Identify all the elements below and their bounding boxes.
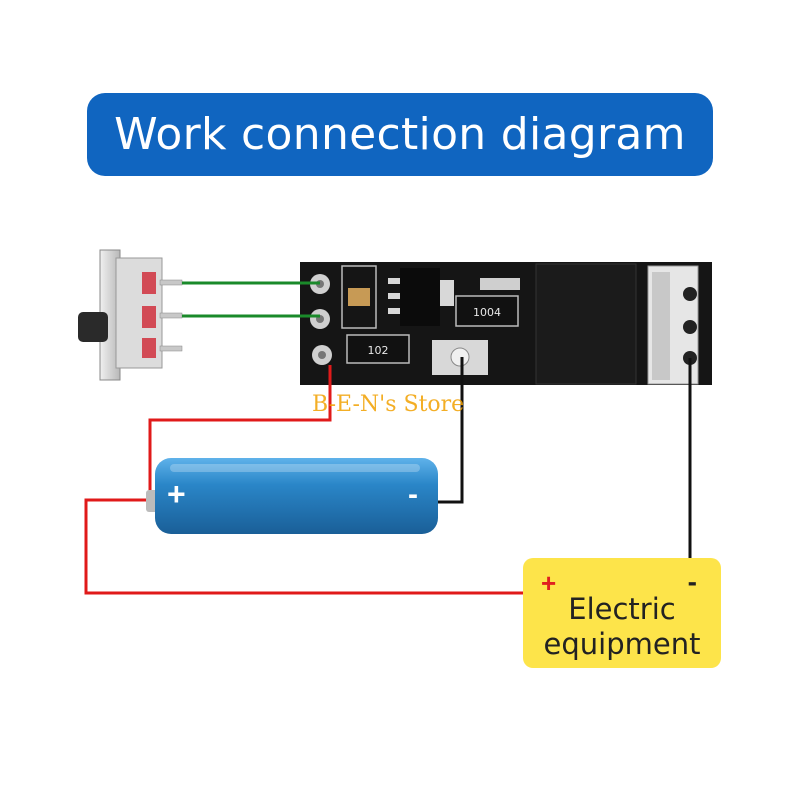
switch-lead-1 <box>159 279 183 286</box>
equipment-negative-label: - <box>687 566 697 597</box>
switch-knob <box>78 312 108 342</box>
equipment-label: Electric equipment <box>523 592 721 662</box>
mosfet <box>535 263 637 385</box>
equipment-positive-label: + <box>541 568 557 598</box>
switch-lead-2 <box>159 312 183 319</box>
capacitor <box>348 288 370 306</box>
store-watermark: B-E-N's Store <box>312 392 465 417</box>
capacitor-outline <box>341 265 377 329</box>
resistor-marking: 102 <box>368 344 389 357</box>
battery-negative-label: - <box>408 478 418 511</box>
switch-pin-1 <box>142 272 156 294</box>
switch-pin-3 <box>142 338 156 358</box>
chip-marking: 1004 <box>473 306 501 319</box>
switch-module: 102 1004 <box>300 262 712 385</box>
slide-switch <box>78 249 183 381</box>
equipment-label-line1: Electric <box>568 592 676 626</box>
red-wire-battery-equipment <box>84 498 525 595</box>
chip-outline <box>455 295 519 327</box>
equipment-label-line2: equipment <box>543 627 701 661</box>
battery <box>146 458 438 534</box>
electric-equipment-box: + - Electric equipment <box>523 558 721 668</box>
battery-body <box>155 458 438 534</box>
battery-positive-label: + <box>167 476 186 512</box>
title-banner: Work connection diagram <box>87 93 713 176</box>
resistor-outline <box>346 334 410 364</box>
red-wire-module-battery <box>148 365 332 500</box>
switch-pin-2 <box>142 306 156 328</box>
switch-lead-3 <box>159 345 183 352</box>
ic-chip <box>400 268 440 326</box>
diagram-title: Work connection diagram <box>114 109 686 160</box>
